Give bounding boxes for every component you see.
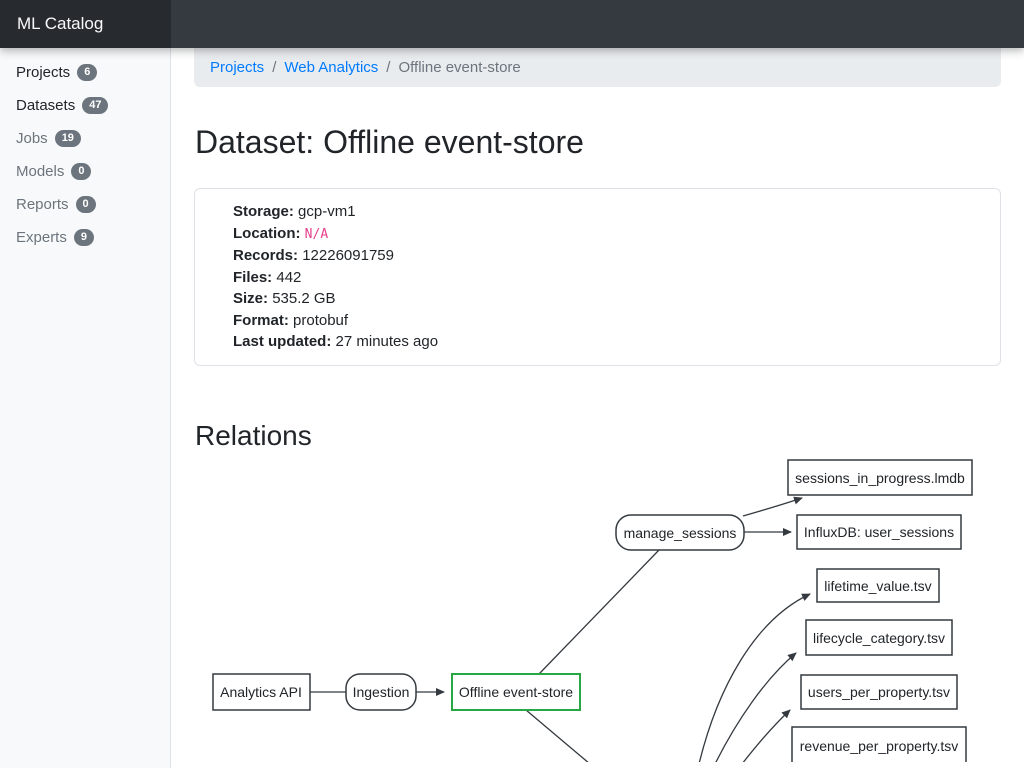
count-badge: 0 xyxy=(71,163,92,180)
graph-node-lifetime-value-tsv: lifetime_value.tsv xyxy=(816,567,940,603)
count-badge: 47 xyxy=(82,97,109,114)
svg-text:revenue_per_property.tsv: revenue_per_property.tsv xyxy=(800,738,959,754)
breadcrumb-link-web-analytics[interactable]: Web Analytics xyxy=(284,59,379,76)
edge-offscreen-lifetimevalue xyxy=(698,592,811,764)
svg-text:sessions_in_progress.lmdb: sessions_in_progress.lmdb xyxy=(795,470,965,486)
app-header: ML Catalog xyxy=(0,0,1024,48)
sidebar-item-datasets[interactable]: Datasets 47 xyxy=(0,89,170,122)
relations-graph: Analytics API Ingestion Offline event-st… xyxy=(194,452,1001,767)
sidebar-item-label: Reports xyxy=(16,196,69,213)
edge-offscreen-usersperproperty xyxy=(741,708,791,764)
breadcrumb-current: Offline event-store xyxy=(398,59,521,76)
graph-node-revenue-per-property-tsv: revenue_per_property.tsv xyxy=(791,725,967,766)
sidebar-item-experts[interactable]: Experts 9 xyxy=(0,221,170,254)
svg-text:Offline event-store: Offline event-store xyxy=(459,684,573,700)
graph-node-offline-event-store: Offline event-store xyxy=(451,672,581,711)
count-badge: 19 xyxy=(54,130,81,147)
graph-node-ingestion: Ingestion xyxy=(345,672,417,711)
graph-node-analytics-api: Analytics API xyxy=(212,672,311,711)
page-title: Dataset: Offline event-store xyxy=(195,124,584,160)
sidebar-item-label: Models xyxy=(16,163,65,180)
count-badge: 9 xyxy=(73,229,94,246)
location-code-value: N/A xyxy=(304,226,329,242)
meta-row-format: Format: protobuf xyxy=(233,311,349,329)
sidebar-item-label: Projects xyxy=(16,64,71,81)
navbar xyxy=(171,0,1024,48)
graph-node-manage-sessions: manage_sessions xyxy=(615,513,745,551)
sidebar-item-projects[interactable]: Projects 6 xyxy=(0,56,170,89)
graph-node-users-per-property-tsv: users_per_property.tsv xyxy=(800,673,958,710)
count-badge: 0 xyxy=(75,196,96,213)
dataset-metadata-card: Storage: gcp-vm1 Location: N/A Records: … xyxy=(194,188,1001,366)
relations-heading: Relations xyxy=(195,419,312,451)
svg-text:lifetime_value.tsv: lifetime_value.tsv xyxy=(824,578,931,594)
brand-link[interactable]: ML Catalog xyxy=(17,14,104,33)
breadcrumb-link-projects[interactable]: Projects xyxy=(210,59,265,76)
graph-node-influxdb-user-sessions: InfluxDB: user_sessions xyxy=(796,513,962,550)
sidebar-item-label: Jobs xyxy=(16,130,48,147)
svg-text:manage_sessions: manage_sessions xyxy=(624,525,737,541)
breadcrumb-separator: / xyxy=(386,59,391,76)
graph-node-sessions-in-progress-lmdb: sessions_in_progress.lmdb xyxy=(787,458,973,496)
brand-area: ML Catalog xyxy=(0,0,171,48)
count-badge: 6 xyxy=(77,64,98,81)
svg-text:lifecycle_category.tsv: lifecycle_category.tsv xyxy=(813,630,945,646)
meta-row-size: Size: 535.2 GB xyxy=(233,290,336,307)
meta-row-files: Files: 442 xyxy=(233,268,302,286)
edge-offline-managesessions xyxy=(538,549,660,674)
edge-offline-offscreen xyxy=(525,709,591,764)
sidebar-nav: Projects 6 Datasets 47 Jobs 19 Models 0 … xyxy=(0,48,171,768)
sidebar-item-label: Experts xyxy=(16,229,67,246)
relations-graph-svg: Analytics API Ingestion Offline event-st… xyxy=(212,458,973,766)
sidebar-item-label: Datasets xyxy=(16,97,76,114)
main-content: Projects / Web Analytics / Offline event… xyxy=(171,48,1024,767)
meta-row-location: Location: N/A xyxy=(233,224,329,242)
svg-text:users_per_property.tsv: users_per_property.tsv xyxy=(808,684,950,700)
sidebar-item-models[interactable]: Models 0 xyxy=(0,155,170,188)
edge-offscreen-lifecyclecategory xyxy=(714,651,797,764)
breadcrumb-separator: / xyxy=(272,59,277,76)
sidebar-item-reports[interactable]: Reports 0 xyxy=(0,188,170,221)
svg-text:InfluxDB: user_sessions: InfluxDB: user_sessions xyxy=(804,524,954,540)
graph-node-lifecycle-category-tsv: lifecycle_category.tsv xyxy=(805,618,953,656)
sidebar-item-jobs[interactable]: Jobs 19 xyxy=(0,122,170,155)
breadcrumb: Projects / Web Analytics / Offline event… xyxy=(194,48,1001,87)
edge-managesessions-sessionslmdb xyxy=(742,496,803,517)
meta-row-storage: Storage: gcp-vm1 xyxy=(233,203,356,220)
svg-text:Analytics API: Analytics API xyxy=(220,684,302,700)
meta-row-last-updated: Last updated: 27 minutes ago xyxy=(233,333,439,350)
svg-text:Ingestion: Ingestion xyxy=(353,684,410,700)
meta-row-records: Records: 12226091759 xyxy=(233,247,394,264)
